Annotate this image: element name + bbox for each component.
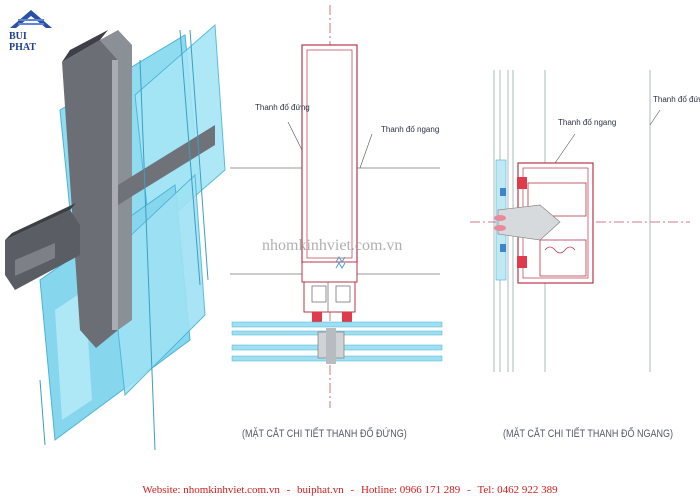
logo-roof-icon — [10, 10, 52, 28]
footer-site2: buiphat.vn — [297, 484, 344, 496]
label-mullion-right: Thanh đố đứng — [653, 95, 700, 104]
footer-contact-bar: Website: nhomkinhviet.com.vn - buiphat.v… — [0, 480, 700, 500]
footer-separator-2: - — [350, 484, 355, 496]
label-transom-right: Thanh đố ngang — [558, 118, 617, 127]
curtain-wall-3d-illustration — [5, 23, 226, 451]
footer-tel: Tel: 0462 922 389 — [477, 484, 558, 496]
footer-hotline: Hotline: 0966 171 289 — [360, 484, 461, 496]
watermark: nhomkinhviet.com.vn — [262, 237, 403, 254]
footer-website: Website: nhomkinhviet.com.vn — [142, 484, 280, 496]
mullion-section-drawing — [230, 5, 443, 408]
footer-separator-3: - — [467, 484, 471, 496]
caption-mullion-section: (MẶT CẮT CHI TIẾT THANH ĐỐ ĐỨNG) — [242, 428, 407, 440]
footer-separator-1: - — [286, 484, 291, 496]
label-mullion-left: Thanh đố đứng — [255, 103, 310, 112]
logo-text: BUI PHAT — [9, 31, 37, 53]
curtain-wall-drawing — [5, 5, 690, 451]
caption-transom-section: (MẶT CẮT CHI TIẾT THANH ĐỐ NGANG) — [503, 428, 674, 440]
transom-section-drawing — [470, 70, 690, 372]
brand-logo: BUI PHAT — [6, 6, 56, 53]
label-transom-left: Thanh đố ngang — [381, 125, 440, 134]
